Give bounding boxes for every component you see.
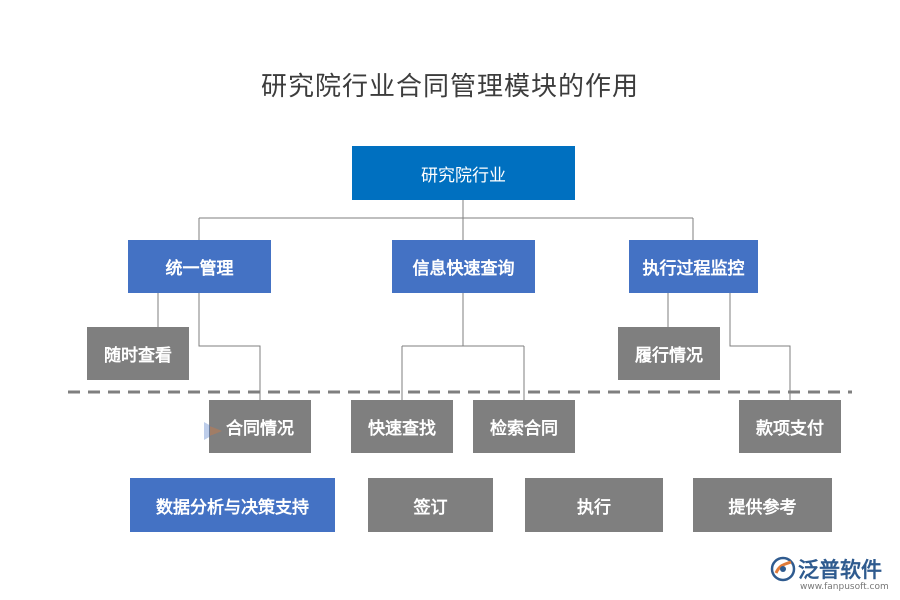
node-data-analysis: 数据分析与决策支持 xyxy=(130,478,335,532)
node-quick-find: 快速查找 xyxy=(351,400,453,453)
node-performance-status: 履行情况 xyxy=(618,327,720,380)
node-quick-query: 信息快速查询 xyxy=(392,240,535,293)
fanpu-logo-icon xyxy=(770,556,796,582)
node-reference: 提供参考 xyxy=(693,478,832,532)
node-payment: 款项支付 xyxy=(739,400,841,453)
diagram-title: 研究院行业合同管理模块的作用 xyxy=(260,72,639,102)
node-process-monitor: 执行过程监控 xyxy=(629,240,758,293)
connector-unified-contract xyxy=(198,292,261,400)
node-execution: 执行 xyxy=(525,478,663,532)
node-search-contract: 检索合同 xyxy=(473,400,575,453)
node-view-anytime: 随时查看 xyxy=(87,327,189,380)
node-contract-status: 合同情况 xyxy=(209,400,311,453)
logo-name: 泛普软件 xyxy=(798,558,882,582)
brand-logo: 泛普软件 www.fanpusoft.com xyxy=(770,552,895,596)
logo-url: www.fanpusoft.com xyxy=(800,582,889,592)
watermark-icon xyxy=(204,422,222,440)
node-unified-management: 统一管理 xyxy=(128,240,271,293)
connector-monitor-payment xyxy=(729,292,791,400)
root-node: 研究院行业 xyxy=(352,146,575,200)
node-signing: 签订 xyxy=(368,478,493,532)
